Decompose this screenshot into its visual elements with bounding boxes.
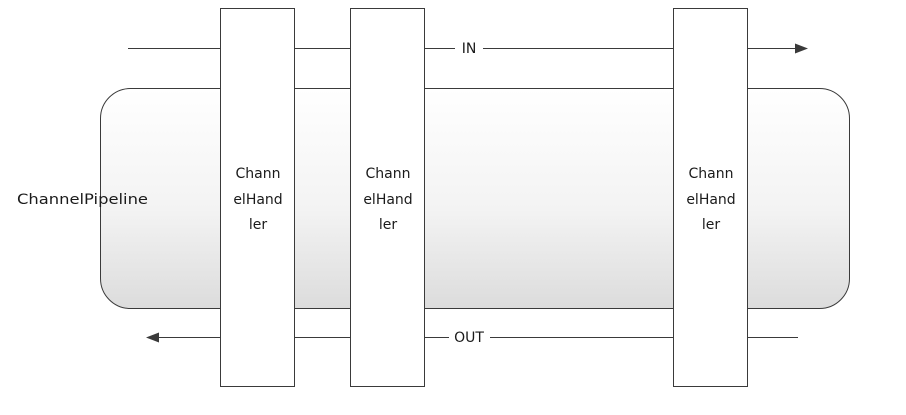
channel-handler-box: Chann elHand ler <box>350 8 425 387</box>
out-arrowhead <box>146 332 159 343</box>
channel-handler-label-line: Chann <box>236 166 281 182</box>
channel-handler-box: Chann elHand ler <box>673 8 748 387</box>
channel-handler-label-line: elHand <box>363 192 412 208</box>
channel-handler-label-line: elHand <box>233 192 282 208</box>
out-label: OUT <box>454 330 484 346</box>
in-label: IN <box>462 41 477 57</box>
channel-handler-label-line: Chann <box>366 166 411 182</box>
channel-handler-label-line: ler <box>379 217 398 233</box>
channel-handler-label-line: Chann <box>689 166 734 182</box>
channel-handler-label-line: ler <box>702 217 721 233</box>
channel-handler-box: Chann elHand ler <box>220 8 295 387</box>
channel-handler-label-line: ler <box>249 217 268 233</box>
channel-pipeline-label: ChannelPipeline <box>17 192 148 208</box>
channel-handler-label-line: elHand <box>686 192 735 208</box>
in-arrowhead <box>795 43 808 54</box>
